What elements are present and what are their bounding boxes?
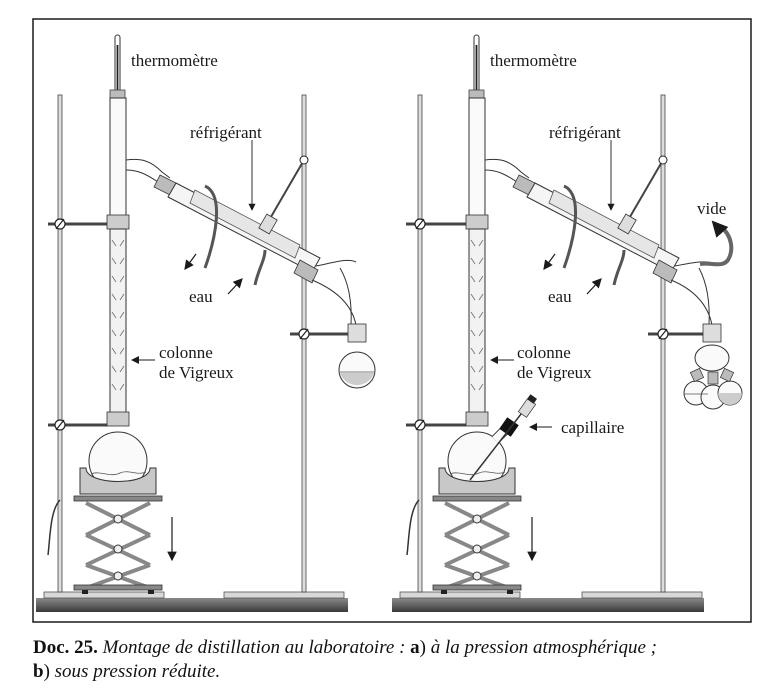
label-column-line2-b: de Vigreux	[517, 363, 592, 382]
stand-base-left-a	[43, 591, 165, 599]
side-arm-b	[484, 158, 530, 179]
label-vacuum: vide	[697, 199, 726, 218]
caption-doc-number: Doc. 25.	[33, 637, 98, 658]
label-column-line2-a: de Vigreux	[159, 363, 234, 382]
vigreux-column-a	[106, 97, 130, 427]
cow-receiver-b	[683, 344, 743, 410]
water-in-arrow-a	[227, 278, 243, 295]
stand-base-right-a	[223, 591, 345, 599]
side-arm-a	[125, 158, 171, 179]
label-capillary: capillaire	[561, 418, 624, 437]
stand-rod-right-b	[660, 94, 666, 593]
water-in-arrow-b	[586, 278, 602, 295]
vacuum-hose	[699, 224, 734, 267]
label-thermometer-a: thermomètre	[131, 51, 218, 70]
clamp-a-lower	[48, 419, 108, 431]
label-thermometer-b: thermomètre	[490, 51, 577, 70]
caption-title: Montage de distillation au laboratoire :	[102, 637, 406, 658]
caption-part-b-marker: b	[33, 661, 44, 682]
receiver-flask-a	[338, 351, 376, 389]
adapter-b	[670, 261, 716, 326]
condenser-a	[153, 155, 321, 286]
panel-a: thermomètre réfrigérant eau colonne de V…	[36, 34, 376, 612]
label-condenser-b: réfrigérant	[549, 123, 621, 142]
figure-frame	[32, 18, 752, 623]
water-out-arrow-a	[184, 253, 197, 270]
bench-b	[392, 598, 704, 612]
adapter-a	[311, 259, 357, 326]
condenser-b	[512, 155, 680, 286]
label-column-line1-b: colonne	[517, 343, 571, 362]
capillary	[469, 394, 537, 481]
heating-bath-b	[406, 467, 516, 556]
caption-part-b-text: sous pression réduite.	[54, 661, 221, 682]
vigreux-column-b	[465, 97, 489, 427]
water-out-arrow-b	[543, 253, 556, 270]
stand-base-left-b	[399, 591, 521, 599]
stand-rod-right-a	[301, 94, 307, 593]
panel-b: thermomètre réfrigérant eau vide colonne…	[392, 34, 743, 612]
lab-jack-b	[432, 495, 522, 594]
figure-caption: Doc. 25. Montage de distillation au labo…	[33, 637, 657, 682]
clamp-a-upper	[48, 218, 115, 230]
label-condenser-a: réfrigérant	[190, 123, 262, 142]
vacuum-arrow	[711, 220, 729, 238]
stand-rod-left-a	[57, 94, 63, 593]
label-water-a: eau	[189, 287, 213, 306]
heating-bath-a	[47, 467, 157, 556]
clamp-b-upper	[406, 218, 474, 230]
label-column-line1-a: colonne	[159, 343, 213, 362]
label-water-b: eau	[548, 287, 572, 306]
bench-a	[36, 598, 348, 612]
stand-base-right-b	[581, 591, 703, 599]
distillation-figure: thermomètre réfrigérant eau colonne de V…	[32, 18, 752, 623]
clamp-a-receiver	[290, 328, 352, 340]
clamp-b-receiver	[648, 328, 710, 340]
lab-jack-a	[73, 495, 163, 594]
clamp-b-lower	[406, 419, 466, 431]
caption-part-a-marker: a	[410, 637, 420, 658]
caption-part-a-text: à la pression atmosphérique ;	[430, 637, 657, 658]
stand-rod-left-b	[417, 94, 423, 593]
